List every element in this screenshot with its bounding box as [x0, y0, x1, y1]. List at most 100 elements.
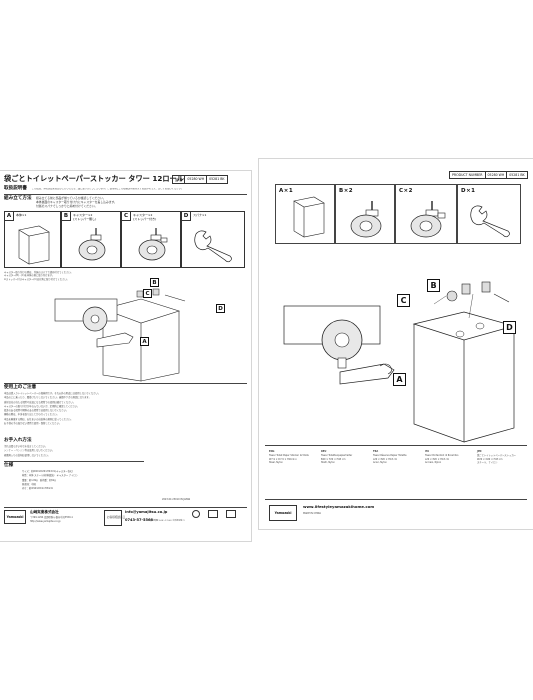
website-url[interactable]: www.lifestyleyamazakihome.com	[303, 504, 375, 509]
assembly-step: 付属のスパナでしっかりと締め付けてください。	[36, 203, 98, 208]
callout-a: A	[140, 337, 149, 346]
callout-d: D	[503, 321, 516, 334]
japanese-manual-sheet: 袋ごとトイレットペーパーストッカー タワー 12ロール 品 番 05280 WH…	[0, 170, 252, 542]
caster-note: キャスター(B)・(C)を本体の角に取り付けます。	[4, 274, 55, 278]
part-panel-d: D×1	[457, 184, 521, 244]
language-column-eng: ENG Tower Toilet Paper Stocker 12 Rolls …	[269, 450, 309, 466]
language-code: ENG	[269, 450, 275, 453]
caster-icon	[350, 201, 382, 238]
yamazaki-logo: Yamazaki	[4, 510, 26, 524]
manual-title: 袋ごとトイレットペーパーストッカー タワー 12ロール	[4, 174, 184, 183]
caution-item: 段差のある場所や傾斜のある場所では使用しないでください。	[4, 409, 69, 413]
certification-mark-icon	[192, 510, 200, 518]
language-code: ITA	[425, 450, 430, 453]
caster-icon	[78, 228, 106, 261]
language-code: DEU	[321, 450, 327, 453]
language-size: L20 × P20 × H43 cm	[425, 457, 450, 461]
part-letter: D	[182, 212, 191, 221]
language-material: Acciaio, Nylon	[425, 461, 442, 465]
callout-c: C	[397, 294, 410, 307]
callout-d: D	[216, 304, 225, 313]
box-body-icon	[293, 196, 325, 238]
caster-notes: キャスター取り付けの際は、付属のスパナで締め付けてください。 キャスター(B)・…	[4, 271, 73, 281]
product-number-bk: 05281 BK	[509, 173, 525, 177]
product-number-bk: 05281 BK	[209, 177, 225, 181]
part-qty: C×2	[399, 188, 413, 194]
divider	[265, 445, 527, 446]
language-size: W7.9 × D7.9 × H16.9 in	[269, 457, 297, 461]
part-qty: B×2	[339, 188, 354, 194]
contact-label-box: お客様相談窓口	[104, 510, 126, 526]
spec-item: 材質：本体 スチール(粉体塗装) キャスター ナイロン	[22, 474, 79, 478]
spec-item: 重量：約1.8kg 耐荷重：約5kg	[22, 478, 56, 482]
product-number-wh: 05280 WH	[185, 176, 208, 183]
product-number-label: PRODUCT NUMBER	[450, 172, 486, 178]
care-item: シンナー・ベンジン等は使用しないでください。	[4, 449, 55, 453]
spec-heading: 仕様	[4, 463, 14, 468]
assembly-step: 本体裏面のキャスター取り付け穴にキャスターを差し込みます。	[36, 199, 117, 204]
language-material: Stahl, Nylon	[321, 461, 335, 465]
caster-note: ※ストッパー付きキャスター(C)は対角に取り付けてください。	[4, 277, 69, 281]
part-panel-c: C キャスター×2 (ストッパー付き)	[121, 211, 181, 268]
caution-list: 本品は袋入りトイレットペーパーの収納用です。それ以外の用途には使用しないでくださ…	[4, 392, 209, 425]
callout-c: C	[143, 289, 152, 298]
company-address: 〒399-1294 長野県駒ヶ根市中沢3550-1	[30, 516, 73, 519]
part-name: 本体×1	[16, 213, 27, 217]
care-item: 研磨剤入りの洗剤は使用しないでください。	[4, 453, 50, 457]
language-product: Tower Réserve Papier Toilette	[373, 453, 407, 457]
language-material: スチール、ナイロン	[477, 461, 498, 465]
product-number-wh: 05280 WH	[486, 172, 508, 178]
yamazaki-logo: Yamazaki	[269, 505, 297, 521]
product-number-box: PRODUCT NUMBER 05280 WH 05281 BK	[449, 171, 528, 179]
contact-phone[interactable]: 0743-57-5568	[125, 518, 153, 522]
language-material: Acier, Nylon	[373, 461, 387, 465]
assembly-illustration	[283, 281, 516, 443]
product-number-label: 品 番	[173, 176, 186, 183]
callout-b: B	[427, 279, 440, 292]
divider	[4, 194, 247, 195]
language-material: Steel, Nylon	[269, 461, 283, 465]
part-panel-d: D スパナ×1	[181, 211, 245, 268]
care-list: 汚れは柔らかい布で水拭きしてください。 シンナー・ベンジン等は使用しないでくださ…	[4, 445, 55, 457]
language-column-fra: FRA Tower Réserve Papier Toilette L20 × …	[373, 450, 413, 466]
part-panel-b: B×2	[335, 184, 395, 244]
language-product: Tower Toilettenpapierhalter	[321, 453, 353, 457]
assembly-illustration	[54, 288, 186, 382]
spec-list: サイズ：約W20×D20×H43cm(キャスター含む) 材質：本体 スチール(粉…	[22, 470, 79, 491]
caution-item: 移動の際は、中身を取り出してから行ってください。	[4, 413, 59, 417]
box-body-icon	[18, 225, 50, 265]
international-manual-sheet: PRODUCT NUMBER 05280 WH 05281 BK A×1 B×2…	[258, 158, 533, 530]
spec-item: 原産国：中国	[22, 482, 36, 486]
company-name: 山崎実業株式会社	[30, 510, 59, 514]
wrench-icon	[194, 230, 232, 263]
part-name: スパナ×1	[193, 213, 207, 217]
contact-email[interactable]: info@yamajitsu.co.jp	[125, 510, 168, 514]
part-panel-c: C×2	[395, 184, 457, 244]
company-url[interactable]: http://www.yamajitsu.co.jp	[30, 520, 61, 523]
part-qty: D×1	[461, 188, 476, 194]
wrench-icon	[470, 205, 510, 238]
care-heading: お手入れ方法	[4, 438, 32, 443]
callout-b: B	[150, 278, 159, 287]
caution-item: 本品の上に乗ったり、腰掛けたりしないでください。破損やケガの原因になります。	[4, 396, 91, 400]
part-name: キャスター×2	[73, 213, 93, 217]
footer-code: 2023.04 23010 IN JAPAN	[162, 498, 191, 501]
part-sub: (ストッパー無し)	[73, 217, 97, 221]
spec-item: サイズ：約W20×D20×H43cm(キャスター含む)	[22, 470, 74, 473]
language-size: B20 × T20 × H43 cm	[321, 457, 346, 461]
caster-with-stopper-icon	[138, 228, 168, 261]
care-item: 汚れは柔らかい布で水拭きしてください。	[4, 445, 48, 448]
language-size: W20 × D20 × H43 cm	[477, 457, 503, 461]
spec-item: 内寸：約W19×D19×H34cm	[22, 487, 54, 491]
assembly-step: 組み立てる前に部品が揃っているか確認してください。	[36, 196, 106, 200]
language-code: FRA	[373, 450, 379, 453]
language-column-deu: DEU Tower Toilettenpapierhalter B20 × T2…	[321, 450, 361, 466]
language-size: L20 × P20 × H43 cm	[373, 457, 398, 461]
contact-hours: 受付時間 9:00〜17:00 (土日祝を除く)	[150, 520, 186, 522]
part-letter: B	[62, 212, 71, 221]
material-mark-icon	[226, 510, 236, 518]
divider	[4, 507, 247, 508]
instructions-note: この度は、弊社製品をお買い上げいただき、誠にありがとうございます。ご使用前にこの…	[32, 188, 184, 190]
contact-label: お客様相談窓口	[107, 516, 126, 519]
part-panel-b: B キャスター×2 (ストッパー無し)	[61, 211, 121, 268]
